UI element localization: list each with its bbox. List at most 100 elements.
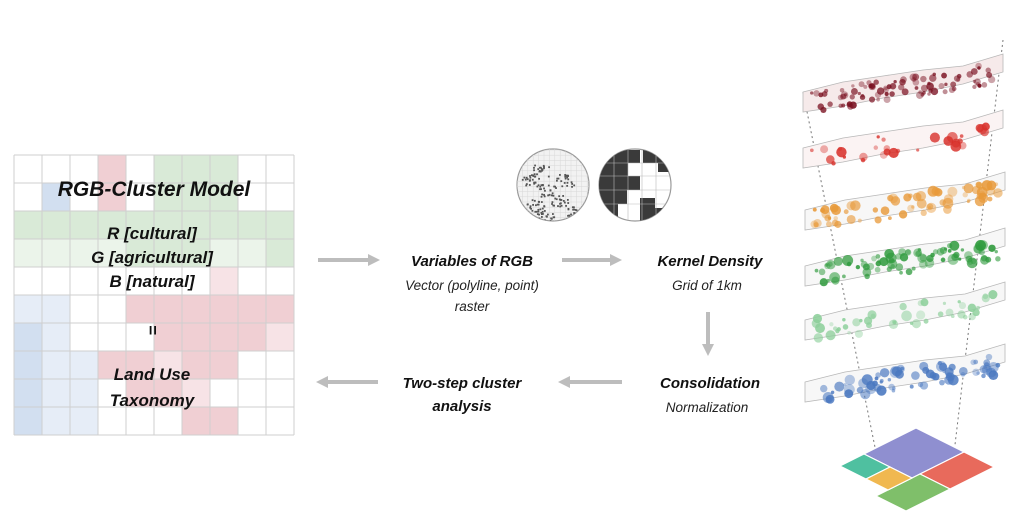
g-label: G [agricultural]	[91, 248, 214, 267]
layer-cultural-dark	[802, 53, 1004, 114]
grid-cell	[266, 239, 294, 267]
grid-cell	[210, 183, 238, 211]
variables-sub2: raster	[455, 299, 490, 314]
grid-cell	[154, 155, 182, 183]
grid-cell	[210, 407, 238, 435]
grid-cell	[42, 351, 70, 379]
grid-cell	[238, 379, 266, 407]
grid-cell	[154, 211, 182, 239]
model-title: RGB-Cluster Model	[58, 178, 252, 201]
grid-cell	[14, 211, 42, 239]
land-use-label: Land Use	[114, 365, 191, 384]
grid-cell	[182, 379, 210, 407]
grid-cell	[154, 379, 182, 407]
grid-cell	[70, 295, 98, 323]
grid-cell	[182, 323, 210, 351]
grid-cell	[14, 295, 42, 323]
grid-cell	[266, 323, 294, 351]
grid-cell	[98, 379, 126, 407]
grid-cell	[70, 407, 98, 435]
grid-cell	[210, 211, 238, 239]
grid-cell	[238, 155, 266, 183]
grid-cell	[126, 295, 154, 323]
classified-base-map	[838, 427, 996, 512]
grid-cell	[154, 351, 182, 379]
grid-cell	[98, 239, 126, 267]
arrow-cluster-to-grid	[316, 376, 378, 388]
grid-cell	[42, 211, 70, 239]
grid-cell	[154, 183, 182, 211]
layer-cultural-density	[804, 171, 1006, 231]
equals-sign: =	[143, 325, 162, 335]
grid-cell	[126, 379, 154, 407]
raster-pattern	[599, 150, 671, 221]
cluster-title-line2: analysis	[432, 398, 491, 415]
grid-cell	[210, 239, 238, 267]
kernel-sub: Grid of 1km	[672, 278, 742, 293]
grid-cell	[154, 323, 182, 351]
arrow-grid-to-variables	[318, 254, 380, 266]
grid-lines	[13, 154, 295, 436]
grid-cell	[154, 267, 182, 295]
grid-cell	[126, 155, 154, 183]
arrow-kernel-to-consolidation	[702, 312, 714, 356]
grid-cell	[42, 239, 70, 267]
grid-cell	[70, 155, 98, 183]
grid-cell	[266, 155, 294, 183]
grid-cell	[238, 267, 266, 295]
grid-cell	[42, 267, 70, 295]
grid-cell	[70, 183, 98, 211]
variables-title: Variables of RGB	[411, 253, 533, 270]
grid-cell	[210, 323, 238, 351]
grid-cell	[98, 155, 126, 183]
grid-cell	[238, 295, 266, 323]
stack-guide-lines	[802, 39, 1004, 471]
grid-cell	[266, 379, 294, 407]
grid-cell	[238, 183, 266, 211]
grid-cell	[14, 407, 42, 435]
vector-data-icon	[516, 148, 590, 222]
raster-data-icon	[598, 148, 672, 222]
grid-cell	[14, 239, 42, 267]
grid-cell	[70, 379, 98, 407]
r-label: R [cultural]	[107, 224, 198, 243]
grid-cell	[14, 267, 42, 295]
grid-cell	[126, 351, 154, 379]
grid-cell	[266, 295, 294, 323]
grid-cell	[210, 379, 238, 407]
grid-cell	[14, 351, 42, 379]
grid-cell	[98, 295, 126, 323]
grid-cell	[70, 323, 98, 351]
grid-cell	[42, 323, 70, 351]
grid-cell	[182, 295, 210, 323]
consolidation-title: Consolidation	[660, 375, 760, 392]
layer-agricultural-light	[804, 281, 1006, 343]
b-label: B [natural]	[110, 272, 196, 291]
grid-cell	[266, 211, 294, 239]
grid-cell	[238, 407, 266, 435]
grid-cell	[98, 407, 126, 435]
grid-cell	[14, 155, 42, 183]
grid-cell	[182, 267, 210, 295]
rgb-grid	[13, 154, 295, 436]
grid-cell	[42, 407, 70, 435]
cluster-title-line1: Two-step cluster	[403, 375, 523, 392]
grid-cell	[154, 239, 182, 267]
grid-cell	[182, 183, 210, 211]
grid-cell	[210, 155, 238, 183]
grid-cell	[98, 183, 126, 211]
grid-cell	[42, 155, 70, 183]
grid-cell	[266, 407, 294, 435]
grid-cell	[98, 267, 126, 295]
grid-cell	[154, 295, 182, 323]
arrow-consolidation-to-cluster	[558, 376, 622, 388]
grid-cell	[98, 211, 126, 239]
grid-cell	[126, 239, 154, 267]
grid-cell	[70, 211, 98, 239]
grid-cell	[210, 267, 238, 295]
grid-cell	[182, 351, 210, 379]
consolidation-sub: Normalization	[666, 400, 749, 415]
grid-cell	[210, 295, 238, 323]
grid-cell	[126, 323, 154, 351]
grid-cell	[238, 239, 266, 267]
